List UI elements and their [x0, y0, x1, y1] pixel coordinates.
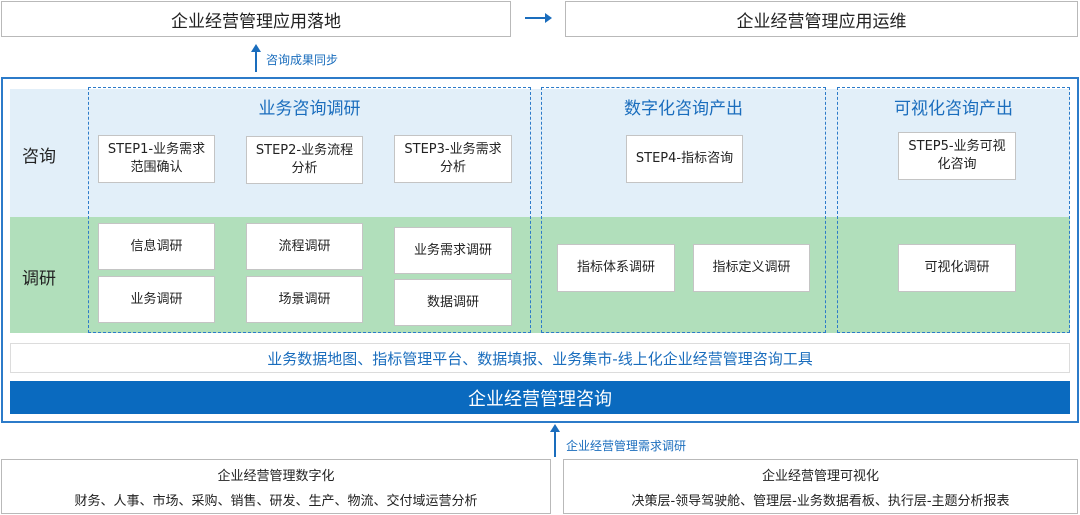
tools-bar-label: 业务数据地图、指标管理平台、数据填报、业务集市-线上化企业经营管理咨询工具	[267, 349, 813, 368]
app-landing-box: 企业经营管理应用落地	[1, 1, 511, 37]
visualization-box: 企业经营管理可视化 决策层-领导驾驶舱、管理层-业务数据看板、执行层-主题分析报…	[563, 459, 1078, 514]
core-bar: 企业经营管理咨询	[10, 381, 1070, 414]
visualization-desc: 决策层-领导驾驶舱、管理层-业务数据看板、执行层-主题分析报表	[631, 493, 1010, 509]
step5-card: STEP5-业务可视 化咨询	[898, 132, 1016, 180]
right-arrow-icon	[525, 13, 552, 23]
step3-card: STEP3-业务需求 分析	[394, 135, 512, 183]
digitalization-box: 企业经营管理数字化 财务、人事、市场、采购、销售、研发、生产、物流、交付域运营分…	[1, 459, 551, 514]
up-arrow-icon	[251, 44, 261, 72]
app-operations-box: 企业经营管理应用运维	[565, 1, 1078, 37]
group-title: 业务咨询调研	[258, 99, 361, 119]
core-bar-label: 企业经营管理咨询	[468, 388, 612, 410]
research-card: 场景调研	[246, 276, 363, 323]
app-operations-label: 企业经营管理应用运维	[736, 11, 907, 32]
sync-label: 咨询成果同步	[266, 53, 339, 67]
step2-card: STEP2-业务流程 分析	[246, 136, 363, 184]
research-card: 流程调研	[246, 223, 363, 270]
research-card: 可视化调研	[898, 244, 1016, 292]
app-landing-label: 企业经营管理应用落地	[171, 11, 341, 32]
research-demand-label: 企业经营管理需求调研	[566, 439, 687, 453]
research-card: 数据调研	[394, 279, 512, 326]
digitalization-desc: 财务、人事、市场、采购、销售、研发、生产、物流、交付域运营分析	[74, 493, 478, 509]
visualization-title: 企业经营管理可视化	[761, 468, 879, 484]
group-business-consulting: 业务咨询调研	[88, 87, 531, 333]
digitalization-title: 企业经营管理数字化	[217, 468, 335, 484]
tools-bar: 业务数据地图、指标管理平台、数据填报、业务集市-线上化企业经营管理咨询工具	[10, 343, 1070, 373]
step1-card: STEP1-业务需求 范围确认	[98, 135, 215, 183]
group-visual-output: 可视化咨询产出	[837, 87, 1070, 333]
consult-row-label: 咨询	[22, 147, 56, 167]
research-card: 信息调研	[98, 223, 215, 270]
group-digital-output: 数字化咨询产出	[541, 87, 826, 333]
group-title: 数字化咨询产出	[624, 99, 743, 119]
research-card: 业务需求调研	[394, 227, 512, 274]
research-row-label: 调研	[22, 269, 56, 289]
group-title: 可视化咨询产出	[894, 99, 1013, 119]
research-card: 指标体系调研	[557, 244, 675, 292]
research-card: 业务调研	[98, 276, 215, 323]
step4-card: STEP4-指标咨询	[626, 135, 743, 183]
research-card: 指标定义调研	[693, 244, 810, 292]
up-arrow-icon	[550, 424, 560, 457]
